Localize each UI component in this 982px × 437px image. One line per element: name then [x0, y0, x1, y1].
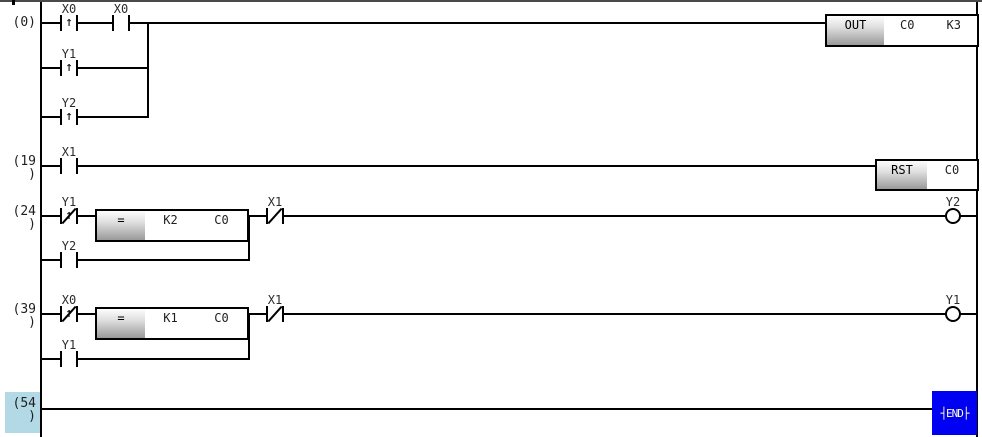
compare-eq-operand: C0 — [214, 213, 229, 227]
contact-gap — [62, 252, 76, 268]
rung39-contact-y1-no[interactable] — [60, 351, 78, 367]
rung39-branch-line — [42, 358, 250, 360]
rung24-branch-line — [42, 259, 250, 261]
rung19-line — [42, 165, 977, 167]
rung0-branch-connector — [147, 22, 149, 118]
contact-gap — [62, 60, 76, 76]
rung39-line — [42, 313, 977, 315]
rung19-contact-x1-no[interactable] — [60, 158, 78, 174]
out-instruction-op: OUT — [827, 16, 884, 45]
rung0-contact2-label: X0 — [113, 2, 129, 16]
compare-eq-operand: C0 — [214, 311, 229, 325]
contact-gap — [62, 15, 76, 31]
rung0-branch1-label: Y1 — [61, 47, 77, 61]
rung24-branch1-label: Y2 — [61, 239, 77, 253]
out-instruction-block[interactable]: OUT C0 K3 — [825, 14, 979, 47]
rung0-contact-y1-rising-edge[interactable]: ↑ — [60, 60, 78, 76]
rung39-contact-x0-rising-edge-negated[interactable]: ↑ — [60, 305, 78, 323]
rung24-contact-x1-nc[interactable] — [266, 207, 284, 225]
rung39-contact-x1-nc[interactable] — [266, 305, 284, 323]
rung24-output-coil-y2[interactable] — [945, 208, 961, 224]
rising-edge-arrow-icon: ↑ — [65, 15, 73, 30]
rung0-branch2-line — [42, 116, 149, 118]
out-instruction-value: K3 — [946, 18, 961, 32]
rung39-contact2-label: X1 — [267, 293, 283, 307]
rung54-line — [42, 408, 977, 410]
rung19-contact1-label: X1 — [61, 145, 77, 159]
rung0-contact-y2-rising-edge[interactable]: ↑ — [60, 109, 78, 125]
rung24-branch-connector — [248, 215, 250, 261]
right-power-rail — [976, 2, 978, 437]
rung24-coil-label: Y2 — [945, 195, 961, 209]
rung39-coil-label: Y1 — [945, 293, 961, 307]
left-power-rail — [40, 2, 42, 437]
rising-edge-arrow-icon: ↑ — [65, 109, 73, 124]
rung0-line — [42, 22, 977, 24]
compare-eq-block-k1[interactable]: = K1 C0 — [95, 307, 249, 340]
rung-number-19[interactable]: (19 ) — [12, 154, 36, 182]
selection-highlight — [5, 392, 40, 433]
rung0-contact1-label: X0 — [61, 2, 77, 16]
end-instruction-block[interactable]: ┤END├ — [932, 391, 977, 435]
rung24-contact-y2-no[interactable] — [60, 252, 78, 268]
contact-gap — [62, 351, 76, 367]
contact-gap — [62, 158, 76, 174]
rung0-contact-x0-no[interactable] — [112, 15, 130, 31]
rst-instruction-op: RST — [877, 161, 927, 189]
compare-eq-op: = — [97, 309, 145, 338]
compare-eq-op: = — [97, 211, 145, 240]
rung-number-54[interactable]: (54 ) — [12, 396, 36, 424]
rung-number-24[interactable]: (24 ) — [12, 204, 36, 232]
rung24-line — [42, 215, 977, 217]
rung24-contact-y1-rising-edge-negated[interactable]: ↑ — [60, 207, 78, 225]
rung24-contact2-label: X1 — [267, 195, 283, 209]
rst-instruction-operand: C0 — [944, 163, 960, 177]
contact-gap — [62, 109, 76, 125]
rung0-branch1-line — [42, 67, 149, 69]
rst-instruction-block[interactable]: RST C0 — [875, 159, 979, 191]
rung39-output-coil-y1[interactable] — [945, 306, 961, 322]
compare-eq-value: K2 — [163, 213, 178, 227]
rung39-branch-connector — [248, 313, 250, 360]
rising-edge-arrow-icon: ↑ — [65, 60, 73, 75]
rung0-branch2-label: Y2 — [61, 96, 77, 110]
out-instruction-operand: C0 — [900, 18, 915, 32]
ruler-tick — [12, 0, 15, 5]
top-border — [0, 0, 982, 2]
compare-eq-value: K1 — [163, 311, 178, 325]
contact-gap — [114, 15, 128, 31]
rung-number-39[interactable]: (39 ) — [12, 302, 36, 330]
rung39-branch1-label: Y1 — [61, 338, 77, 352]
rung24-contact1-label: Y1 — [61, 195, 77, 209]
rung39-contact1-label: X0 — [61, 293, 77, 307]
rung-number-0[interactable]: (0) — [12, 15, 36, 30]
compare-eq-block-k2[interactable]: = K2 C0 — [95, 209, 249, 242]
rung0-contact-x0-rising-edge[interactable]: ↑ — [60, 15, 78, 31]
end-instruction-label: ┤END├ — [940, 406, 969, 420]
